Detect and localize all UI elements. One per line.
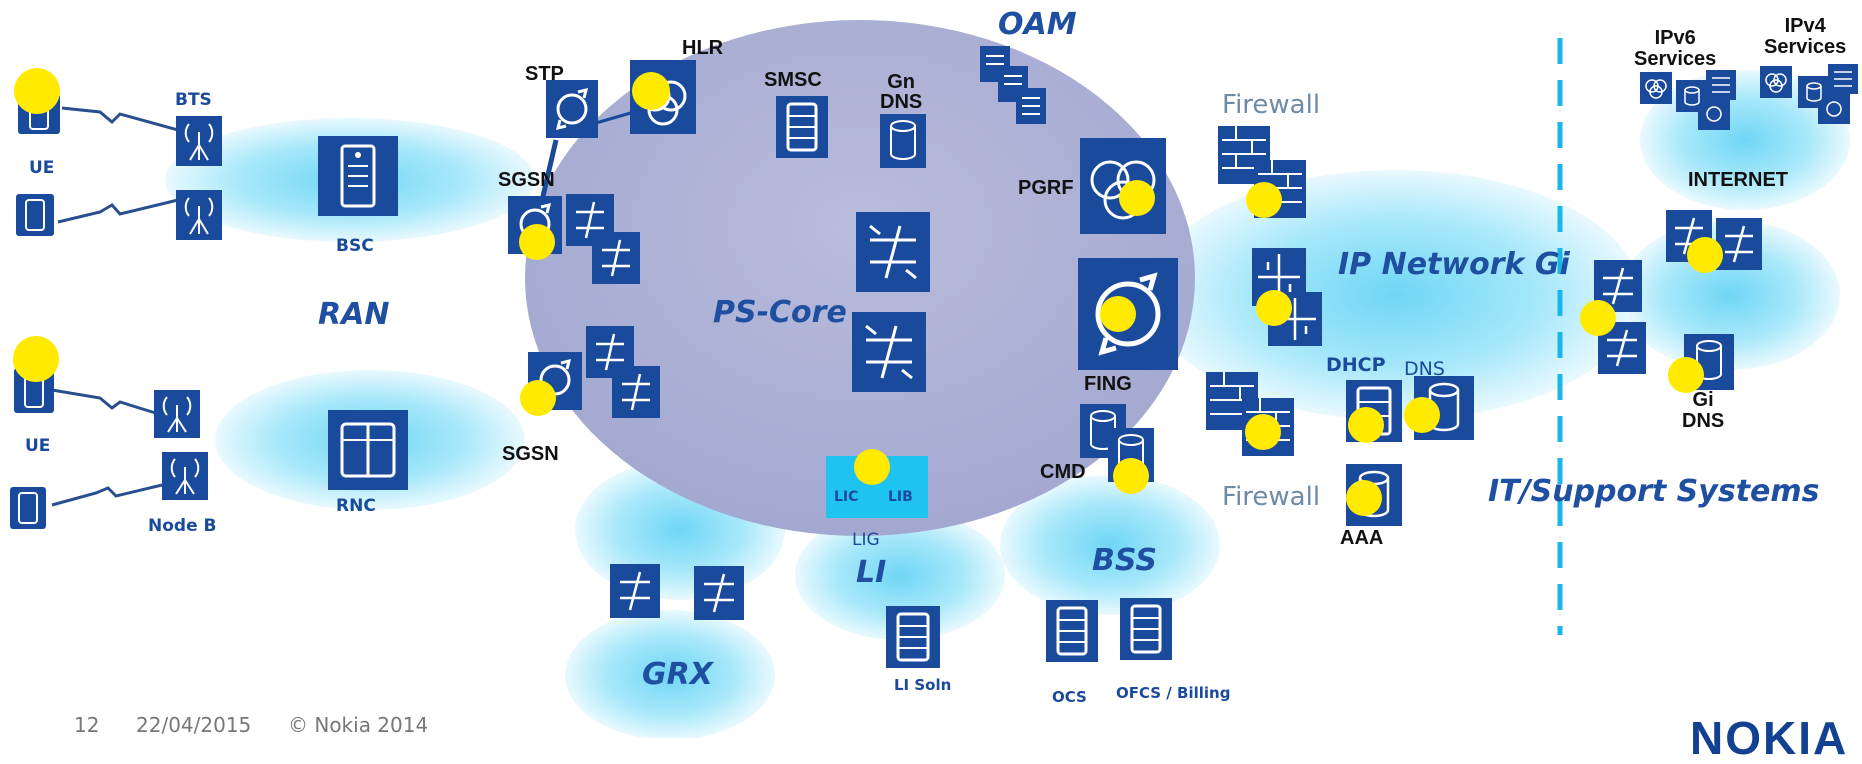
hlr-label: HLR	[682, 37, 724, 59]
grx-cloud-lower	[565, 610, 775, 738]
lic-label: LIC	[834, 489, 859, 505]
pgrf-label: PGRF	[1018, 177, 1074, 199]
bts-antenna-icon	[176, 116, 222, 166]
core-switch-icon	[852, 312, 926, 392]
ocs-server-icon	[1046, 600, 1098, 662]
nodeb-antenna-icon	[154, 390, 200, 438]
stp-hlr-link	[595, 110, 635, 125]
fing-label: FING	[1084, 373, 1132, 395]
ocs-label: OCS	[1052, 688, 1087, 706]
ofcs-server-icon	[1120, 598, 1172, 660]
gn-dns-database-icon	[880, 114, 926, 168]
firewall-label: Firewall	[1222, 90, 1321, 120]
grx-switch-icon	[694, 566, 744, 620]
ue-label: UE	[25, 436, 51, 456]
node-b-label: Node B	[148, 516, 217, 536]
network-diagram	[10, 20, 1858, 738]
gi-dns-label: Gi DNS	[1682, 389, 1725, 432]
stp-label: STP	[525, 63, 564, 85]
ipv6-services-icons	[1640, 70, 1736, 130]
footer-date: 22/04/2015	[136, 713, 252, 737]
page-number: 12	[74, 713, 100, 737]
bsc-server-icon	[318, 136, 398, 216]
smsc-label: SMSC	[764, 69, 822, 91]
core-switch-icon	[856, 212, 930, 292]
internet-zone-label: INTERNET	[1688, 169, 1788, 191]
firewall-label: Firewall	[1222, 482, 1321, 512]
bss-cloud	[1000, 475, 1220, 615]
grx-zone-label: GRX	[642, 657, 713, 692]
li-soln-server-icon	[886, 606, 940, 668]
li-cloud	[795, 510, 1005, 640]
bsc-label: BSC	[336, 236, 374, 256]
stp-router-icon	[546, 80, 598, 138]
ofcs-billing-label: OFCS / Billing	[1116, 684, 1231, 702]
grx-switch-icon	[610, 564, 660, 618]
dhcp-label: DHCP	[1326, 354, 1386, 376]
firewall-icon	[1218, 126, 1270, 184]
li-soln-label: LI Soln	[894, 676, 952, 694]
nodeb-antenna-icon	[162, 452, 208, 500]
pgrf-database-icon	[1080, 138, 1166, 234]
ipv4-services-icons	[1760, 64, 1858, 124]
footer-copyright: © Nokia 2014	[288, 713, 429, 737]
ps-core-zone-label: PS-Core	[713, 295, 847, 330]
li-zone-label: LI	[856, 555, 887, 590]
ue-phone-icon	[10, 487, 46, 529]
bss-zone-label: BSS	[1092, 543, 1158, 578]
gn-dns-label: Gn DNS	[880, 71, 923, 113]
oam-server-stack-icon	[980, 46, 1046, 124]
yellow-markers	[13, 68, 1723, 516]
lig-label: LIG	[852, 530, 880, 550]
rnc-label: RNC	[336, 496, 376, 516]
bts-antenna-icon	[176, 190, 222, 240]
aaa-label: AAA	[1340, 527, 1384, 549]
ue-phone-icon	[16, 194, 54, 236]
bts-label: BTS	[175, 90, 212, 110]
sgsn-label: SGSN	[498, 169, 555, 191]
sgsn-label: SGSN	[502, 443, 559, 465]
dns-label: DNS	[1404, 358, 1445, 380]
smsc-server-icon	[776, 96, 828, 158]
ip-network-zone-label: IP Network Gi	[1338, 247, 1570, 282]
switch-icon	[592, 232, 640, 284]
stp-sgsn-link	[538, 139, 559, 206]
ipv4-services-label: IPv4 Services	[1764, 15, 1847, 58]
oam-zone-label: OAM	[998, 7, 1077, 42]
ip-network-cloud	[1150, 170, 1640, 420]
lib-label: LIB	[888, 489, 913, 505]
ipv6-services-label: IPv6 Services	[1634, 27, 1717, 70]
ran-zone-label: RAN	[318, 297, 390, 332]
radio-links	[51, 106, 179, 507]
nokia-logo: NOKIA	[1690, 712, 1849, 764]
internet-switch-icon	[1716, 218, 1762, 270]
ue-label: UE	[29, 158, 55, 178]
rnc-cabinet-icon	[328, 410, 408, 490]
it-support-zone-label: IT/Support Systems	[1488, 474, 1820, 509]
cmd-label: CMD	[1040, 461, 1086, 483]
switch-icon	[612, 366, 660, 418]
